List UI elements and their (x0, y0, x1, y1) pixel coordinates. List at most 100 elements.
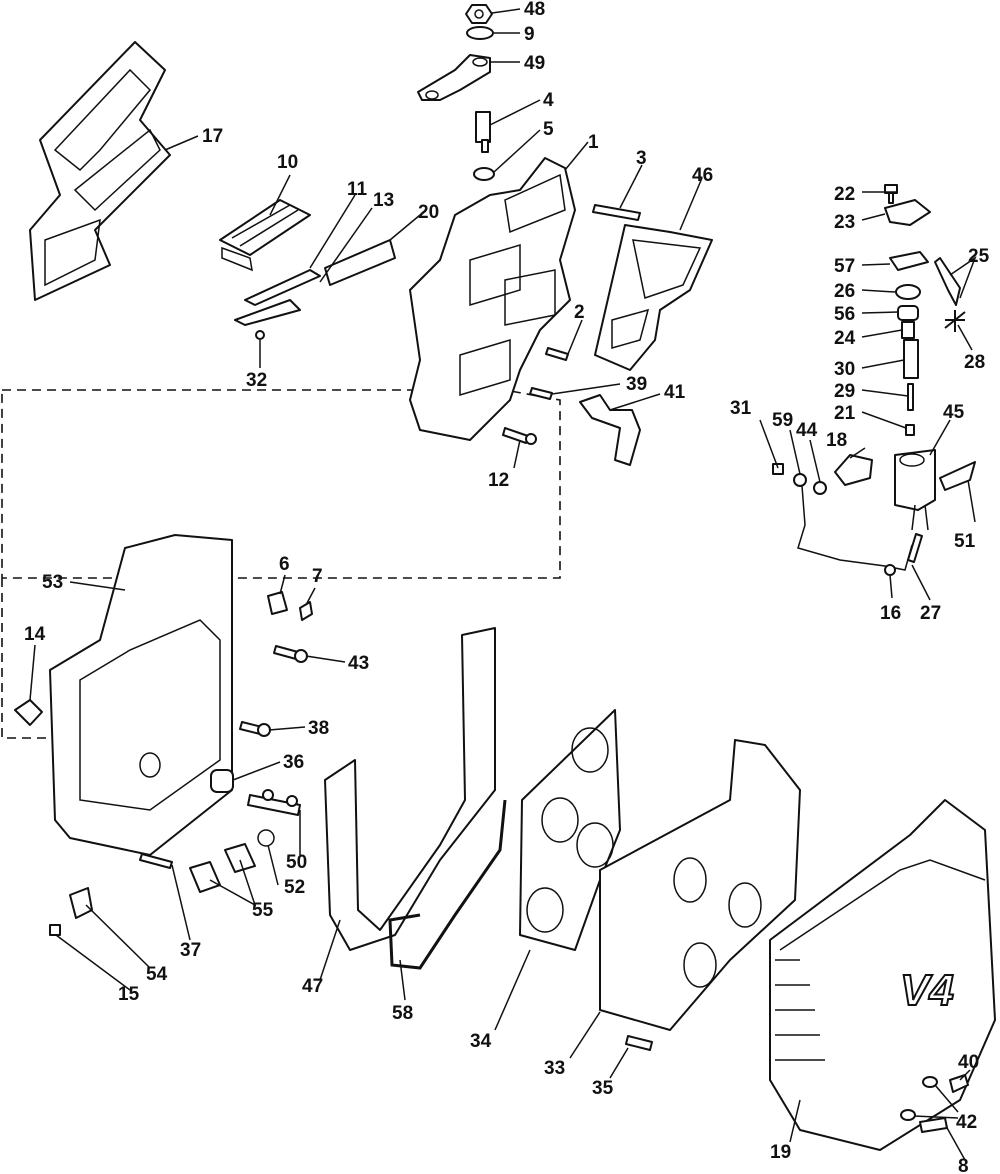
assembly-outline-dashed (1, 389, 561, 739)
callout-7: 7 (312, 566, 323, 587)
callout-53: 53 (42, 572, 63, 593)
screw-part-35 (625, 1035, 653, 1051)
callout-58: 58 (392, 1003, 413, 1024)
wire-assembly (797, 485, 913, 571)
callout-52: 52 (284, 877, 305, 898)
callout-34: 34 (470, 1031, 492, 1052)
callout-21: 45 (943, 402, 965, 423)
callout-56: 28 (964, 352, 985, 373)
callout-32: 22 (834, 184, 855, 205)
connector-part-27 (907, 533, 923, 563)
callout-6: 6 (279, 554, 290, 575)
clamp-part-51 (939, 461, 976, 491)
gasket-part-17 (29, 41, 171, 301)
callout-54: 54 (146, 964, 168, 985)
stud-part-4 (475, 111, 491, 153)
callout-9: 9 (524, 24, 535, 45)
washer-part-42 (900, 1076, 938, 1121)
bracket-part-44 (834, 454, 873, 486)
clip-part-14 (14, 699, 43, 726)
callout-25: 26 (834, 281, 855, 302)
callout-49: 49 (524, 53, 545, 74)
callout-10: 10 (277, 152, 298, 173)
callout-46: 46 (692, 165, 713, 186)
fitting-part-2 (529, 387, 553, 400)
callout-43: 43 (348, 653, 369, 674)
bolt-part-37 (139, 853, 173, 869)
callout-20: 20 (418, 202, 439, 223)
intake-manifold-part-1 (409, 157, 576, 441)
gasket-part-47 (324, 627, 496, 951)
callout-18: 2 (574, 302, 585, 323)
callout-28: 24 (834, 328, 856, 349)
washer-part-9 (466, 26, 494, 40)
callout-39: 41 (664, 382, 686, 403)
adapter-plate-part-53 (49, 534, 233, 856)
callout-31: 59 (772, 410, 793, 431)
leader-lines (29, 8, 977, 1161)
disc-part-25 (895, 284, 921, 300)
callout-3: 3 (636, 148, 647, 169)
callout-42: 42 (956, 1112, 977, 1133)
callout-36: 36 (283, 752, 304, 773)
screw-part-32 (884, 184, 898, 204)
silencer-cover-part-19: V4 (769, 799, 996, 1151)
hose-part-39 (579, 394, 641, 466)
bracket-part-54 (69, 887, 93, 919)
callout-41: 12 (488, 470, 509, 491)
screw-part-45 (772, 463, 784, 475)
v4-logo: V4 (900, 966, 954, 1015)
callout-1: 1 (588, 132, 599, 153)
callout-45: 31 (730, 398, 752, 419)
screw-part-16 (884, 564, 896, 576)
pin-part-30 (907, 383, 914, 411)
callout-40: 40 (958, 1052, 979, 1073)
washer-part-59 (813, 481, 827, 495)
callout-44: 18 (826, 430, 847, 451)
bolt-part-43 (273, 645, 308, 663)
nut-part-48 (465, 4, 493, 24)
callout-27: 27 (920, 603, 941, 624)
callout-16: 16 (880, 603, 901, 624)
callout-13: 13 (373, 190, 394, 211)
callout-17: 17 (202, 126, 223, 147)
callout-23: 57 (834, 256, 855, 277)
callout-30: 29 (834, 381, 855, 402)
screw-part-15 (49, 924, 61, 936)
gasket-part-58 (388, 799, 507, 970)
callout-47: 47 (302, 976, 323, 997)
callout-38: 38 (308, 718, 329, 739)
hose-part-55 (189, 843, 256, 893)
solenoid-part-21 (894, 449, 936, 531)
screw-part-12 (255, 330, 265, 340)
callout-5: 5 (543, 119, 554, 140)
callout-22: 23 (834, 212, 855, 233)
bolt-part-40 (949, 1074, 969, 1093)
plug-part-26 (897, 305, 919, 321)
callout-57: 25 (968, 246, 990, 267)
grommet-part-36 (210, 769, 234, 793)
cover-part-22 (884, 199, 931, 226)
callout-labels: 48 9 49 4 5 1 3 46 17 10 11 13 20 32 22 … (24, 0, 990, 1174)
diaphragm-part-23 (889, 251, 929, 271)
lever-part-49 (417, 54, 491, 101)
reed-stop-part-13 (234, 299, 301, 326)
clip-part-52 (257, 829, 275, 847)
seal-part-20 (324, 239, 396, 286)
callout-51: 51 (954, 531, 976, 552)
hose-part-57 (934, 257, 961, 306)
callout-8: 8 (958, 1156, 969, 1174)
connector-part-56 (944, 310, 966, 332)
spring-part-29 (905, 424, 915, 436)
callout-19: 19 (770, 1142, 791, 1163)
callout-29: 21 (834, 403, 856, 424)
callout-12: 32 (246, 370, 267, 391)
callout-24: 30 (834, 359, 855, 380)
spring-part-28 (901, 321, 915, 339)
plate-part-33 (599, 739, 801, 1031)
bolt-part-38 (239, 721, 271, 737)
callout-50: 50 (286, 852, 307, 873)
callout-26: 56 (834, 304, 855, 325)
bolt-part-41 (502, 427, 537, 445)
